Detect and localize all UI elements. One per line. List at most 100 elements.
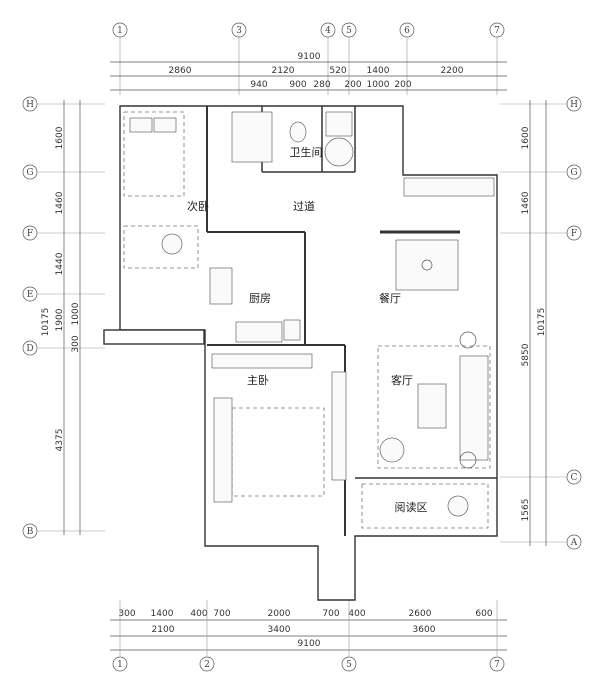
axis-bot-2: 2	[204, 660, 210, 670]
tv-cabinet	[331, 371, 347, 481]
sofa	[459, 355, 489, 461]
top-axis-markers: 1 3 4 5 6 7	[112, 22, 505, 95]
stove-icon	[235, 321, 283, 343]
axis-top-7: 7	[494, 26, 500, 36]
axis-right-a: A	[570, 538, 578, 548]
dim-bot-r2-0: 2100	[152, 625, 175, 635]
dim-top-r2-0: 940	[250, 80, 267, 90]
right-dimensions: 1600 1460 5850 1565 10175	[521, 100, 547, 546]
coffee-table	[417, 383, 447, 429]
lamp-icon	[459, 331, 477, 349]
dim-bot-r1-7: 2600	[409, 609, 432, 619]
bathtub-icon	[324, 137, 354, 167]
washbasin-icon	[325, 111, 353, 137]
lamp-icon	[459, 451, 477, 469]
dim-left-4: 300	[71, 335, 81, 352]
dim-top-r1-0: 2860	[169, 66, 192, 76]
pillow-icon	[129, 117, 153, 133]
dim-left-1: 1460	[55, 191, 65, 214]
dim-left-total: 10175	[41, 308, 51, 337]
bottom-axis-markers: 1 2 5 7	[112, 656, 505, 672]
dim-right-total: 10175	[537, 308, 547, 337]
axis-right-f: F	[571, 229, 577, 239]
dim-right-1: 1460	[521, 191, 531, 214]
furniture	[123, 111, 495, 529]
dim-right-2: 5850	[521, 343, 531, 366]
axis-bot-7: 7	[494, 660, 500, 670]
dim-bot-r1-0: 300	[118, 609, 135, 619]
shower-icon	[231, 111, 273, 163]
sink-icon	[209, 267, 233, 305]
armchair-icon	[379, 437, 405, 463]
dim-bot-r1-5: 700	[322, 609, 339, 619]
dim-bot-r1-2: 400	[190, 609, 207, 619]
desk	[123, 225, 199, 269]
axis-bot-1: 1	[117, 660, 123, 670]
label-living: 客厅	[391, 373, 413, 387]
dim-top-r2-4: 1000	[367, 80, 390, 90]
dim-left-1900: 1900	[55, 308, 65, 331]
nightstand	[213, 397, 233, 503]
label-dining: 餐厅	[379, 291, 401, 305]
dim-right-0: 1600	[521, 126, 531, 149]
axis-left-d: D	[26, 344, 33, 354]
axis-right-h: H	[570, 100, 578, 110]
bottom-dimensions: 300 1400 400 700 2000 700 400 2600 600 2…	[110, 600, 507, 656]
living-rug	[377, 345, 491, 469]
dim-bot-r1-4: 2000	[268, 609, 291, 619]
dim-bot-r2-2: 3600	[413, 625, 436, 635]
dim-left-5: 4375	[55, 429, 65, 452]
reading-nook	[361, 483, 489, 529]
right-axis-markers: H G F C A	[500, 96, 582, 550]
top-dimensions: 9100 2860 2120 520 1400 2200 940 900 280…	[110, 52, 507, 91]
dim-top-r1-1: 2120	[272, 66, 295, 76]
dim-top-r1-2: 520	[329, 66, 346, 76]
secondary-bed	[123, 111, 185, 197]
axis-top-5: 5	[346, 26, 352, 36]
dim-left-3: 1000	[71, 302, 81, 325]
dim-bot-r1-1: 1400	[151, 609, 174, 619]
dim-top-r2-3: 200	[344, 80, 361, 90]
axis-top-1: 1	[117, 26, 123, 36]
dim-right-3: 1565	[521, 499, 531, 522]
dim-bot-r1-6: 400	[348, 609, 365, 619]
label-corridor: 过道	[293, 199, 315, 213]
axis-left-g: G	[26, 168, 33, 178]
axis-top-6: 6	[404, 26, 410, 36]
axis-left-f: F	[27, 229, 33, 239]
label-kitchen: 厨房	[249, 292, 271, 305]
axis-right-g: G	[570, 168, 577, 178]
room-labels: 次卧 卫生间 过道 厨房 餐厅 主卧 客厅 阅读区	[187, 145, 428, 514]
dim-top-r2-2: 280	[313, 80, 330, 90]
master-wardrobe	[211, 353, 313, 369]
axis-top-3: 3	[236, 26, 242, 36]
dim-top-r1-4: 2200	[441, 66, 464, 76]
axis-left-b: B	[27, 527, 34, 537]
dim-top-r2-1: 900	[289, 80, 306, 90]
fridge-icon	[283, 319, 301, 341]
left-dimensions: 1600 1460 1440 1000 300 4375 1900 10175	[41, 100, 81, 535]
axis-left-e: E	[27, 290, 34, 300]
dim-top-r2-5: 200	[394, 80, 411, 90]
left-axis-markers: H G F E D B	[22, 96, 105, 539]
label-bathroom: 卫生间	[290, 145, 323, 159]
dim-left-0: 1600	[55, 126, 65, 149]
dim-bot-r1-3: 700	[213, 609, 230, 619]
axis-right-c: C	[571, 473, 578, 483]
dim-left-2: 1440	[55, 252, 65, 275]
chair-icon	[161, 233, 183, 255]
label-secondary-bedroom: 次卧	[187, 199, 209, 213]
dining-table	[395, 239, 459, 291]
reading-chair-icon	[447, 495, 469, 517]
wardrobe-top	[403, 177, 495, 197]
dim-bot-r1-8: 600	[475, 609, 492, 619]
toilet-icon	[289, 121, 307, 143]
label-master-bedroom: 主卧	[247, 374, 269, 387]
dim-bot-total: 9100	[298, 639, 321, 649]
pillow-icon	[153, 117, 177, 133]
label-reading-area: 阅读区	[395, 500, 428, 514]
axis-bot-5: 5	[346, 660, 352, 670]
dim-top-r1-3: 1400	[367, 66, 390, 76]
axis-top-4: 4	[325, 26, 331, 36]
